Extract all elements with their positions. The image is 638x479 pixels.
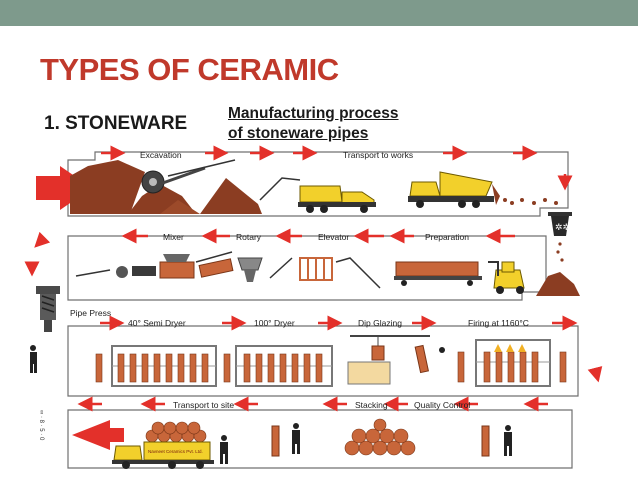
label-dryer: 100° Dryer <box>254 318 295 328</box>
diagram-caption: Manufacturing process of stoneware pipes <box>228 104 399 144</box>
label-pipe-press: Pipe Press <box>70 308 111 318</box>
label-firing: Firing at 1160°C <box>468 318 529 328</box>
label-mixer: Mixer <box>163 232 184 242</box>
row-4-frame <box>67 409 573 469</box>
dip-glazing-station <box>347 335 445 385</box>
clay-stones-row-1 <box>503 198 558 205</box>
qc-inspector <box>504 425 512 456</box>
crusher-drop <box>556 242 564 262</box>
stacked-pipe-upright <box>271 425 280 457</box>
crusher: ✲✲ <box>548 212 572 236</box>
row-1-frame <box>67 151 569 217</box>
label-elevator: Elevator <box>318 232 349 242</box>
top-bar <box>0 0 638 26</box>
exit-arrow <box>72 420 124 450</box>
pipe-press <box>36 286 60 332</box>
slide-subtitle: 1. STONEWARE <box>44 113 188 134</box>
bucket-wheel-excavator <box>141 166 206 194</box>
dump-truck-2 <box>408 171 500 208</box>
mixer-machine <box>116 254 195 279</box>
dryer-pipes <box>223 353 323 383</box>
preparation-hopper <box>394 261 482 286</box>
row-2-exit-arrow <box>24 231 51 277</box>
slide-title: TYPES OF CERAMIC <box>40 52 339 87</box>
kiln-pipes <box>457 351 567 383</box>
side-text: ∞ · 8 · 5 · 0 <box>38 410 44 441</box>
label-preparation: Preparation <box>425 232 469 242</box>
qc-pipe <box>481 425 490 457</box>
conveyor-row-2 <box>75 251 381 289</box>
label-rotary: Rotary <box>236 232 262 242</box>
label-excavation: Excavation <box>140 150 182 160</box>
truck-label: Navneet Ceramics Pvt. Ltd. <box>148 449 203 454</box>
earth-piles <box>70 160 262 214</box>
kiln-flames <box>494 344 526 352</box>
dump-truck-1 <box>298 185 376 213</box>
label-transport-to-site: Transport to site <box>173 400 234 410</box>
conveyor-row-1 <box>167 159 301 201</box>
rotary-drum <box>198 257 263 282</box>
label-quality-control: Quality Control <box>414 400 470 410</box>
caption-line-2: of stoneware pipes <box>228 125 369 142</box>
worker-truck <box>220 435 228 464</box>
label-semi-dryer: 40° Semi Dryer <box>128 318 186 328</box>
stacking-worker <box>292 423 300 454</box>
row-3-frame <box>67 325 579 397</box>
caption-line-1: Manufacturing process <box>228 105 399 122</box>
front-loader <box>488 261 525 294</box>
elevator <box>299 257 333 281</box>
worker-press <box>30 345 37 373</box>
stone-pile <box>536 272 580 296</box>
semi-dryer-rack <box>111 345 217 387</box>
label-stacking: Stacking <box>355 400 388 410</box>
semi-dryer-pipes <box>95 353 209 383</box>
row-3-exit-arrow <box>587 366 603 383</box>
label-dip-glazing: Dip Glazing <box>358 318 402 328</box>
label-transport-to-works: Transport to works <box>343 150 413 160</box>
entry-arrow <box>36 166 92 210</box>
svg-text:✲✲: ✲✲ <box>555 222 570 232</box>
stacked-pipes <box>344 418 416 456</box>
delivery-truck <box>112 421 214 469</box>
